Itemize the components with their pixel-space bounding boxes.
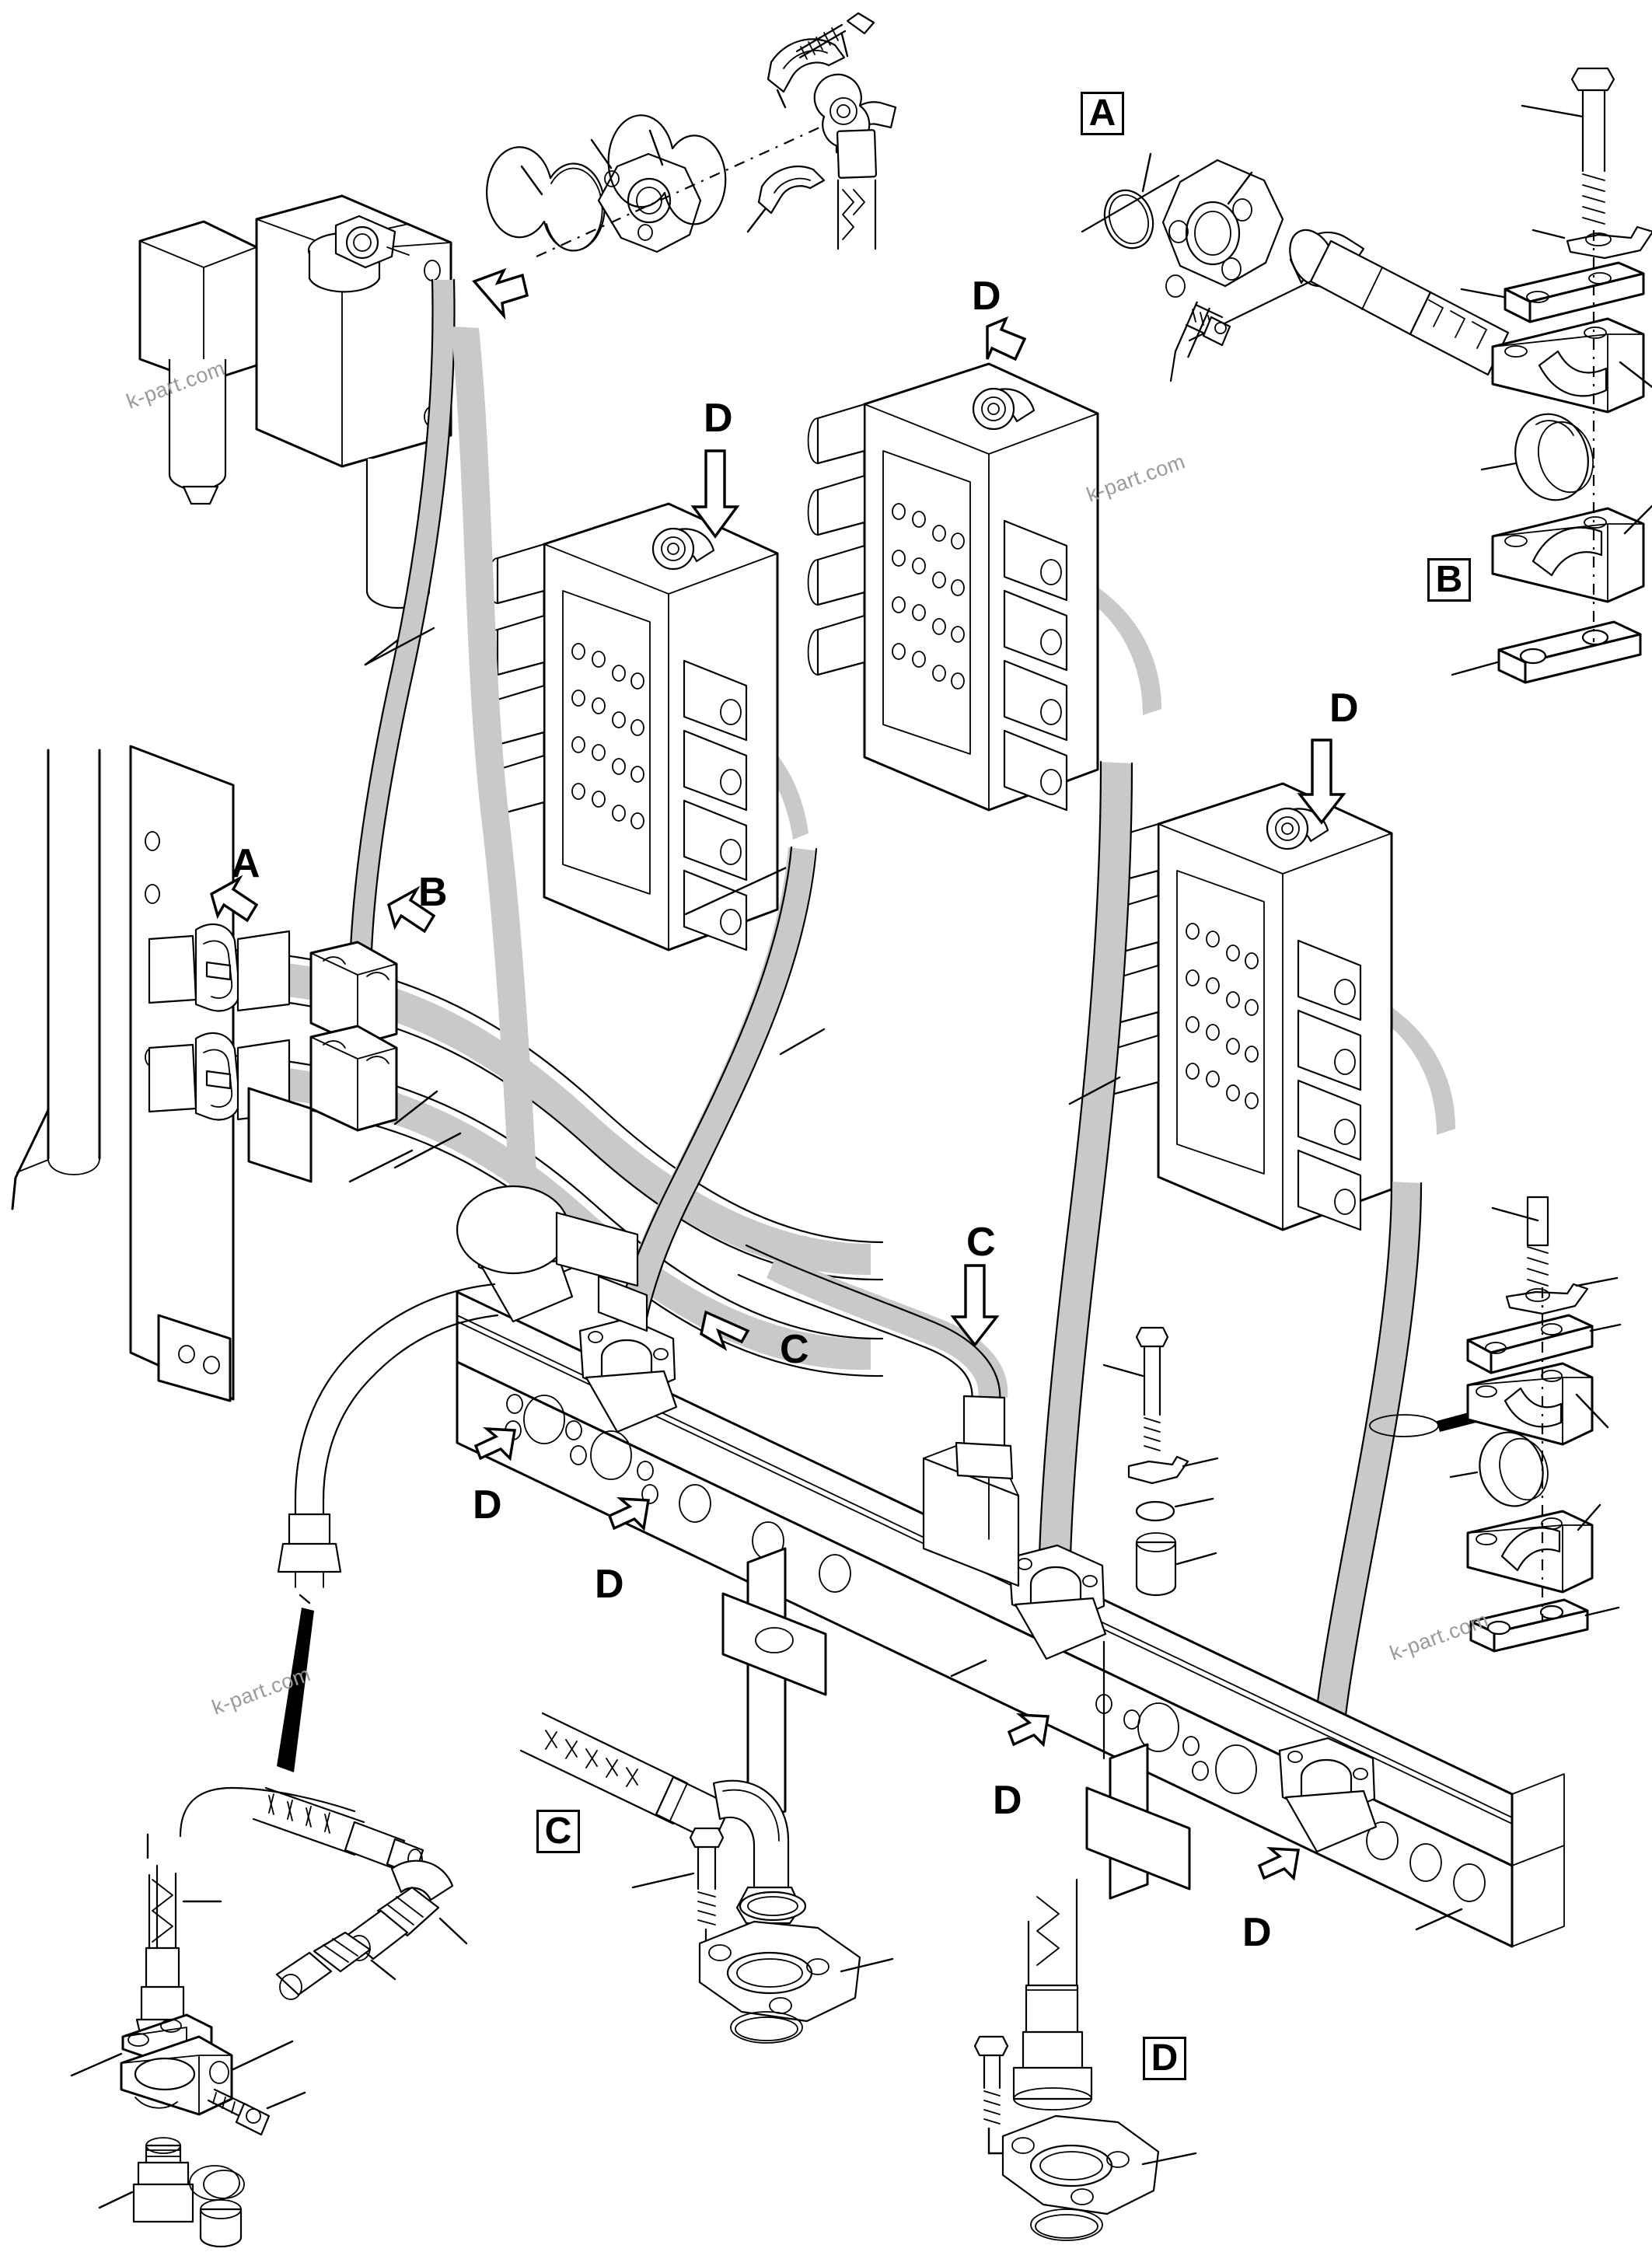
bottom-left-hose-and-fittings: [70, 1786, 468, 2248]
callout-letter-d-1: D: [704, 396, 733, 441]
hose-from-valve-block: [348, 278, 456, 1059]
callout-letter-d-5: D: [595, 1562, 624, 1607]
callout-letter-b: B: [418, 870, 448, 915]
callout-letter-d-7: D: [1242, 1910, 1272, 1955]
detail-b-clamp-stack-upper: [1451, 67, 1652, 684]
rail-right-hose-loop: [737, 1244, 1014, 1480]
detail-b-clamp-stack-lower: [1449, 1196, 1622, 1653]
valve-manifold-right: [1101, 782, 1455, 1231]
valve-filter-block-assembly: [138, 194, 452, 666]
callout-arrows: [209, 267, 1346, 1881]
accumulator-and-block: [456, 1185, 1020, 1587]
socket-bolt-top: [795, 12, 875, 60]
hose-clamp-block-lower: [309, 1025, 398, 1132]
arrow-c1: [950, 1264, 1000, 1347]
arrow-d7: [1257, 1847, 1300, 1881]
cross-rail-beam: [456, 1290, 1565, 1948]
arrow-d5: [607, 1497, 650, 1531]
callout-letter-d-6: D: [993, 1778, 1022, 1823]
boxed-callout-c: C: [536, 1810, 580, 1853]
valve-manifold-left: [487, 502, 809, 951]
bolt-washer-spacer-stack: [1102, 1326, 1219, 1597]
rail-flange-mounts: [474, 1206, 1378, 1853]
callout-letter-d-4: D: [473, 1482, 502, 1528]
arrow-d6: [1007, 1713, 1050, 1747]
valve-manifold-center: [807, 362, 1161, 812]
boxed-callout-a: A: [1081, 92, 1124, 135]
callout-letter-a: A: [231, 841, 260, 886]
left-curved-hose-lower: [277, 1283, 499, 1772]
arrow-top-left: [472, 267, 529, 320]
boxed-callout-b: B: [1427, 558, 1471, 602]
arrow-d4: [473, 1427, 516, 1461]
callout-letter-d-3: D: [1329, 686, 1359, 731]
arrow-b: [386, 885, 436, 934]
callout-letter-d-2: D: [972, 274, 1001, 319]
left-long-hose-to-rail: [451, 326, 541, 1259]
arrow-d3: [1297, 738, 1346, 825]
callout-letter-c-1: C: [966, 1220, 996, 1265]
top-left-exploded-hose-end: [486, 12, 897, 258]
boxed-callout-d: D: [1143, 2037, 1186, 2080]
arrow-d1: [690, 449, 740, 539]
detail-c-assembly: [519, 1712, 894, 2044]
arrow-a: [209, 875, 259, 923]
detail-d-assembly: [973, 1878, 1197, 2241]
detail-a-assembly: [1081, 152, 1510, 382]
leader-lines: [364, 627, 1463, 1931]
arrow-c2: [700, 1310, 750, 1351]
callout-letter-c-2: C: [780, 1327, 809, 1372]
manifold-to-rail-hoses: [609, 760, 1542, 1791]
arrow-d2: [986, 316, 1027, 361]
